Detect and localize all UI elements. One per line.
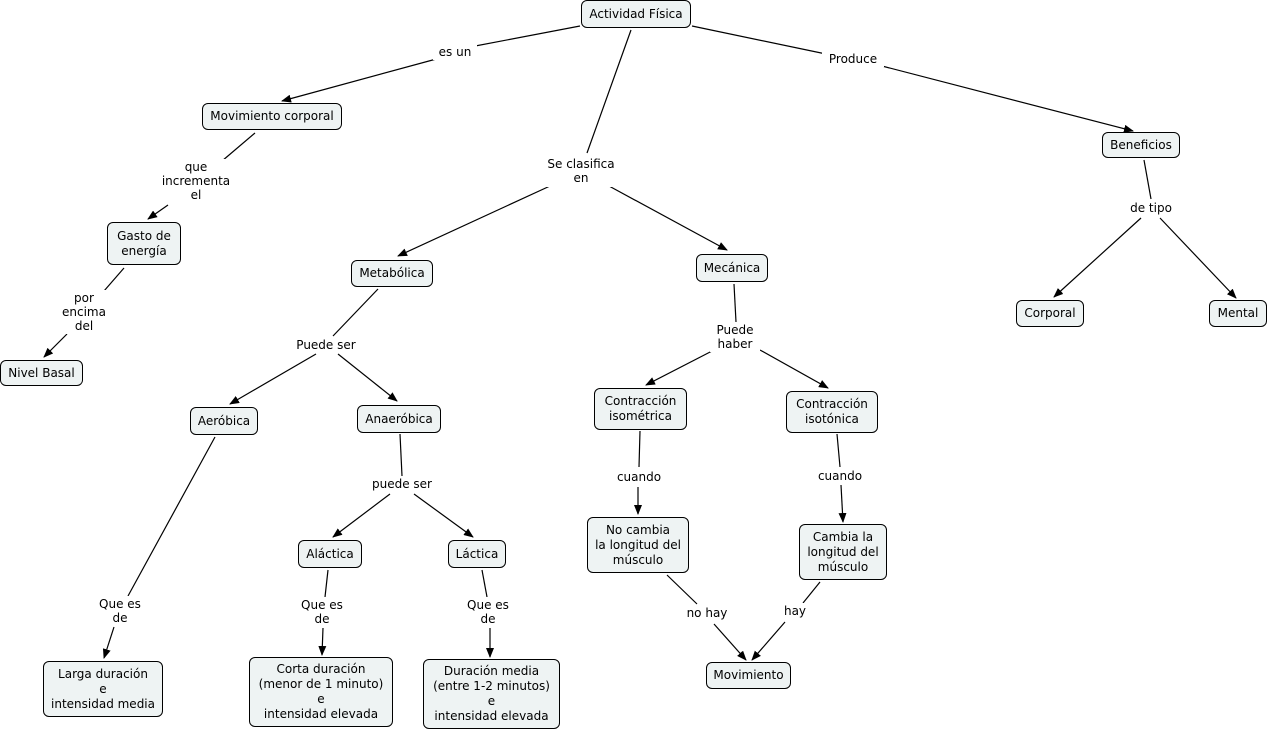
- link-que-es-de-3: Que es de: [462, 597, 514, 627]
- link-por-encima-del: por encima del: [58, 290, 110, 334]
- link-de-tipo: de tipo: [1125, 200, 1177, 216]
- node-mental[interactable]: Mental: [1209, 300, 1267, 327]
- node-beneficios[interactable]: Beneficios: [1102, 132, 1180, 158]
- link-que-es-de-2: Que es de: [296, 597, 348, 627]
- link-puede-ser: Puede ser: [290, 337, 362, 353]
- link-puede-ser-2: puede ser: [366, 476, 438, 492]
- node-aerobica[interactable]: Aeróbica: [190, 407, 258, 435]
- node-no-cambia[interactable]: No cambia la longitud del músculo: [587, 517, 689, 573]
- node-anaerobica[interactable]: Anaeróbica: [357, 405, 441, 433]
- node-actividad-fisica[interactable]: Actividad Física: [581, 0, 691, 28]
- node-nivel-basal[interactable]: Nivel Basal: [0, 360, 83, 386]
- node-mecanica[interactable]: Mecánica: [696, 254, 768, 282]
- node-corporal[interactable]: Corporal: [1016, 300, 1084, 327]
- node-movimiento-corporal[interactable]: Movimiento corporal: [202, 103, 342, 130]
- link-hay: hay: [780, 603, 810, 619]
- link-puede-haber: Puede haber: [710, 322, 760, 352]
- node-duracion-media[interactable]: Duración media (entre 1-2 minutos) e int…: [423, 659, 560, 729]
- node-contraccion-isometrica[interactable]: Contracción isométrica: [594, 388, 687, 430]
- node-metabolica[interactable]: Metabólica: [351, 260, 433, 287]
- link-cuando-1: cuando: [612, 469, 666, 485]
- node-contraccion-isotonica[interactable]: Contracción isotónica: [786, 391, 878, 433]
- node-larga-duracion[interactable]: Larga duración e intensidad media: [43, 661, 163, 717]
- link-que-incrementa-el: que incrementa el: [159, 159, 233, 203]
- link-es-un: es un: [433, 44, 477, 60]
- link-produce: Produce: [822, 51, 884, 67]
- node-gasto-energia[interactable]: Gasto de energía: [107, 222, 181, 265]
- link-se-clasifica-en: Se clasifica en: [538, 155, 624, 187]
- node-lactica[interactable]: Láctica: [448, 540, 506, 568]
- node-cambia[interactable]: Cambia la longitud del músculo: [799, 524, 887, 580]
- node-corta-duracion[interactable]: Corta duración (menor de 1 minuto) e int…: [249, 657, 393, 727]
- link-cuando-2: cuando: [813, 468, 867, 484]
- link-que-es-de-1: Que es de: [94, 596, 146, 626]
- link-no-hay: no hay: [681, 605, 733, 621]
- node-alactica[interactable]: Aláctica: [298, 540, 362, 568]
- node-movimiento[interactable]: Movimiento: [706, 662, 791, 689]
